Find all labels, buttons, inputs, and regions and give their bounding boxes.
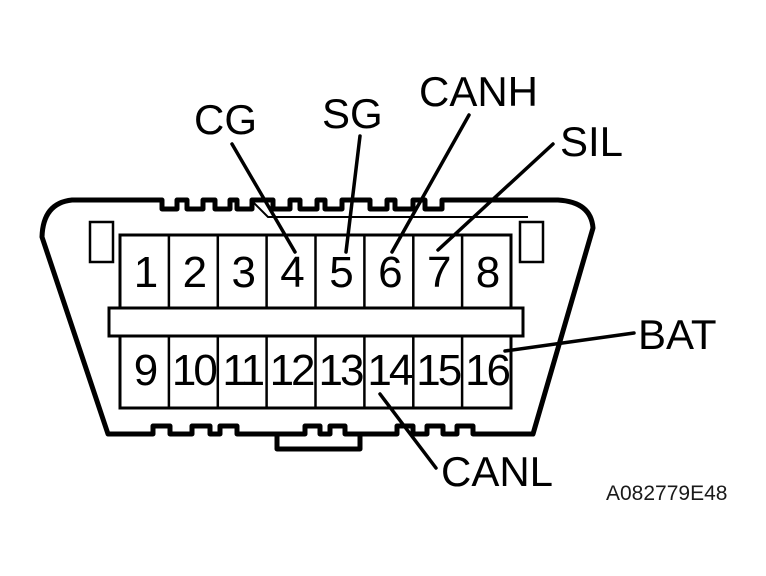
pin-cell-16: 16: [465, 345, 511, 395]
pin-cell-7: 7: [427, 248, 451, 297]
pin-cell-3: 3: [231, 248, 256, 297]
bat-leader-line: [503, 331, 636, 353]
cg-label: CG: [194, 96, 257, 143]
bottom-row-dividers: [167, 333, 464, 408]
sg-leader-line: [344, 134, 362, 254]
pin-cell-15: 15: [416, 345, 462, 395]
connector-inner-face-line: [252, 201, 528, 218]
pin-cell-2: 2: [182, 248, 207, 297]
pin-cell-11: 11: [222, 345, 265, 395]
canh-label: CANH: [419, 68, 539, 115]
connector-body-outline: [39, 197, 596, 437]
pin-cell-8: 8: [475, 248, 500, 297]
pin-cell-1: 1: [133, 248, 158, 297]
connector-bottom-tab: [274, 434, 363, 452]
right-key-slot: [518, 220, 545, 264]
top-row-dividers: [167, 235, 464, 311]
pin-cell-13: 13: [318, 345, 364, 395]
sg-label: SG: [322, 90, 383, 137]
sil-leader-line: [436, 142, 555, 252]
leader-lines: [230, 113, 636, 470]
canh-leader-line: [390, 113, 471, 254]
pin-cell-10: 10: [171, 345, 218, 395]
figure-code: A082779E48: [606, 482, 728, 505]
pin-cell-5: 5: [329, 248, 353, 297]
center-bar: [107, 306, 525, 338]
pin-cell-4: 4: [280, 248, 304, 297]
cg-leader-line: [230, 142, 297, 254]
bat-label: BAT: [638, 311, 717, 358]
pin-cell-12: 12: [269, 345, 316, 395]
sil-label: SIL: [560, 118, 624, 165]
pin-cell-6: 6: [378, 248, 402, 297]
canl-label: CANL: [441, 448, 554, 495]
canl-leader-line: [378, 392, 438, 470]
left-key-slot: [88, 220, 115, 264]
pin-cell-14: 14: [367, 345, 413, 395]
pin-cell-9: 9: [133, 345, 158, 395]
